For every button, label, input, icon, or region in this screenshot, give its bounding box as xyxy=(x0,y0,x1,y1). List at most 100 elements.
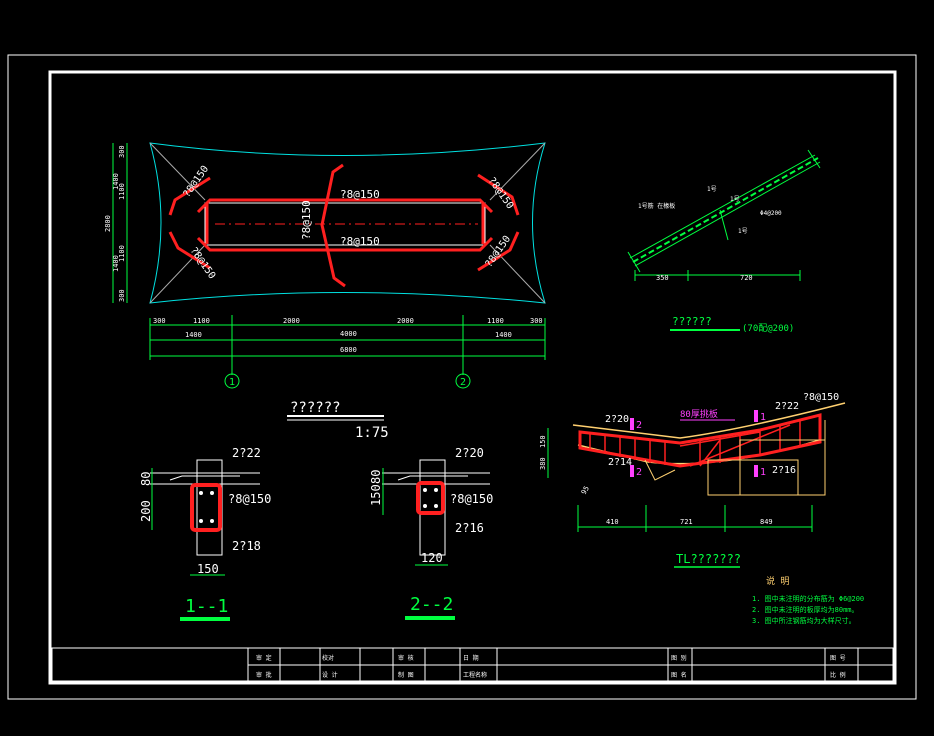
beam-top-left: 2?20 xyxy=(605,414,629,425)
axis-label-1: 1 xyxy=(229,377,235,388)
s1-dim-h2: 200 xyxy=(139,500,153,522)
beam-base xyxy=(644,459,676,481)
beam-mark-1b-box xyxy=(754,465,758,477)
beam-mark-2a-box xyxy=(630,418,634,430)
s2-dim-h2: 150 xyxy=(369,484,383,506)
rebar-corner-bl xyxy=(168,231,211,270)
dim-left-6: 300 xyxy=(118,289,126,302)
detail-subtitle: (70配@200) xyxy=(742,323,794,334)
tb-cell-6: 设 计 xyxy=(322,671,338,679)
dim-top-0: 300 xyxy=(153,317,166,325)
dim-left-4: 1100 xyxy=(118,245,126,262)
corner-label-tr: ?8@150 xyxy=(486,175,516,211)
beam-dim-v2: 380 xyxy=(539,457,547,470)
dim-left-5: 1400 xyxy=(112,255,120,272)
plan-beam-outline xyxy=(204,202,486,246)
tb-cell-1: 校对 xyxy=(322,654,334,662)
rebar-mid xyxy=(320,163,346,288)
beam-left-bar: 2?14 xyxy=(608,457,632,468)
dim-left-2: 1100 xyxy=(118,183,126,200)
axis-bubble-2 xyxy=(455,373,471,389)
s1-title: 1--1 xyxy=(185,596,228,617)
section-1: 2?22 ?8@150 2?18 80 200 150 1--1 xyxy=(139,446,271,621)
slab-vertical xyxy=(719,209,729,241)
slab-line-1 xyxy=(629,154,816,259)
title-block: 审 定 校对 审 核 图 别 图 号 审 批 设 计 制 图 工程名称 图 名 … xyxy=(51,647,894,682)
s2-bar-4 xyxy=(434,504,438,508)
dim-top-5: 1100 xyxy=(487,317,504,325)
dim-left-0: 300 xyxy=(118,145,126,158)
slab-end-2 xyxy=(807,149,821,169)
dim-top-6: 300 xyxy=(530,317,543,325)
rebar-corner-tr xyxy=(477,173,520,216)
beam-label-mid: 80厚挑板 xyxy=(680,408,718,420)
s1-bar-3 xyxy=(199,519,203,523)
notes-item-2: 3. 图中所注钢筋均为大样尺寸。 xyxy=(752,616,856,625)
dim-row2-0: 1400 xyxy=(185,331,202,339)
dim-top-4: 2000 xyxy=(397,317,414,325)
slab-line-2 xyxy=(634,161,821,267)
dim-top-2: 2000 xyxy=(283,317,300,325)
s2-stirrup-label: ?8@150 xyxy=(450,492,493,506)
notes-item-1: 2. 图中未注明的板厚均为80mm。 xyxy=(752,605,859,614)
s1-bar-2 xyxy=(210,491,214,495)
notes-item-0: 1. 图中未注明的分布筋为 Φ6@200 xyxy=(752,594,864,603)
plan-view: ?8@150 ?8@150 ?8@150 ?8@150 ?8@150 ?8@15… xyxy=(104,142,546,441)
s1-stirrup xyxy=(190,483,222,532)
s1-dim-h1: 80 xyxy=(139,472,153,486)
small-detail: 1号 1号筋 在椽板 1号 Φ4@200 1号 350 720 ?????? (… xyxy=(627,149,821,334)
ridge-bl xyxy=(149,244,206,304)
notes-heading: 说 明 xyxy=(766,575,789,587)
axis-bubble-1 xyxy=(224,373,240,389)
section-2: 2?20 ?8@150 2?16 80 150 120 2--2 xyxy=(369,446,493,620)
s2-stirrup xyxy=(416,481,445,515)
s2-bottom-bar: 2?16 xyxy=(455,521,484,535)
s2-bar-1 xyxy=(423,488,427,492)
inner-frame xyxy=(48,70,897,685)
plan-title: ?????? xyxy=(290,400,341,416)
tb-cell-11: 比 例 xyxy=(830,671,846,679)
dim-top-1: 1100 xyxy=(193,317,210,325)
rebar-corner-tl xyxy=(168,176,211,216)
beam-title: TL??????? xyxy=(676,552,741,566)
tb-cell-10: 日 期 xyxy=(463,654,479,662)
plan-scale: 1:75 xyxy=(355,425,389,441)
beam-right-bar: 2?16 xyxy=(772,465,796,476)
s2-bar-2 xyxy=(434,488,438,492)
s1-slab-rebar xyxy=(169,475,240,481)
beam-mark-2b-box xyxy=(630,465,634,477)
dim-left-3: 2800 xyxy=(104,215,112,232)
detail-label-b: 1号筋 在椽板 xyxy=(638,202,675,210)
slab-end xyxy=(627,251,641,273)
rebar-top xyxy=(196,198,494,214)
s2-top-bar: 2?20 xyxy=(455,446,484,460)
s2-dim-w-label: 120 xyxy=(421,551,443,565)
rebar-corner-br xyxy=(477,231,520,272)
outer-frame xyxy=(7,54,917,700)
s2-slab-rebar xyxy=(397,475,468,481)
rebar-mid-label: ?8@150 xyxy=(300,200,313,240)
beam-stirrup: ?8@150 xyxy=(803,392,839,403)
tb-cell-0: 审 定 xyxy=(256,654,272,662)
tb-cell-2: 审 核 xyxy=(398,654,414,662)
slab-rebar xyxy=(632,157,819,263)
detail-label-a: 1号 xyxy=(707,186,717,193)
s1-dim-w-label: 150 xyxy=(197,562,219,576)
beam-mark-2b: 2 xyxy=(636,467,642,478)
dim-total: 6800 xyxy=(340,346,357,354)
tb-cell-3: 图 别 xyxy=(671,654,687,662)
axis-label-2: 2 xyxy=(460,377,466,388)
s1-stirrup-label: ?8@150 xyxy=(228,492,271,506)
s2-bar-3 xyxy=(423,504,427,508)
rebar-bottom xyxy=(196,236,494,252)
s1-top-bar: 2?22 xyxy=(232,446,261,460)
ridge-tr xyxy=(489,142,546,201)
detail-dim-0: 350 xyxy=(656,274,669,282)
beam-outline-top xyxy=(572,402,846,439)
beam-elevation: 2?20 2 80厚挑板 1 2?22 ?8@150 2?14 2 1 2?16… xyxy=(539,392,846,568)
dim-row2-1: 1400 xyxy=(495,331,512,339)
beam-mark-1a-box xyxy=(754,410,758,422)
ridge-br xyxy=(489,244,546,304)
tb-cell-8: 工程名称 xyxy=(463,671,487,679)
